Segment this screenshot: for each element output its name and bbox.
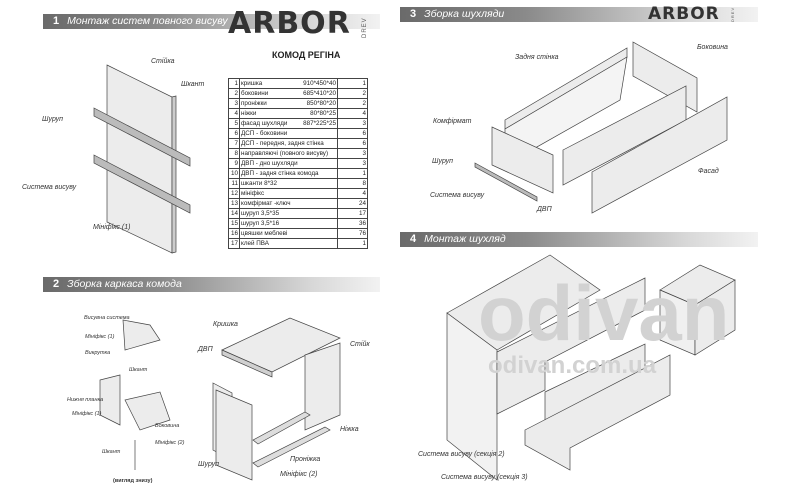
part-label: мініфікс [241,190,265,197]
label-dvp: ДВП [198,346,213,353]
section-1-header: 1 Монтаж систем повного висуву [43,14,380,29]
section-title: Зборка шухляди [424,8,505,20]
part-dims: 887*225*25 [303,120,336,127]
part-label: фасад шухляди [241,120,288,127]
label-minifix1a: Мініфікс (1) [85,334,115,340]
product-title: КОМОД РЕГІНА [272,50,341,60]
label-bokovyna3: Боковина [697,44,728,51]
chest-assembled-drawing [446,254,736,481]
label-minifix: Мініфікс (1) [93,224,131,231]
part-label: ніжки [241,110,257,117]
section-number: 1 [53,15,60,27]
section-title: Монтаж шухляд [424,233,506,245]
section-3-header: 3 Зборка шухляди [400,7,758,22]
label-shurup3: Шуруп [432,158,453,165]
label-kryshka: Кришка [213,321,238,328]
drawer-exploded-drawing [474,41,728,214]
section-title: Монтаж систем повного висуву [67,15,228,27]
part-dims: 685*410*20 [303,90,336,97]
label-minifix1b: Мініфікс (1) [72,411,102,417]
part-dims: 850*80*20 [306,100,336,107]
part-label: комфірмат -ключ [241,200,291,207]
label-nizhka: Ніжка [340,426,359,433]
side-panel-drawing [93,64,191,254]
part-label: цвяшки меблеві [241,230,288,237]
label-shkant: Шкант [181,81,205,88]
section-4-header: 4 Монтаж шухляд [400,232,758,247]
part-label: кришка [241,80,263,87]
part-dims: 80*80*25 [310,110,336,117]
label-shurup2: Шуруп [198,461,219,468]
section-title: Зборка каркаса комода [67,278,182,290]
label-view: (вигляд знизу) [113,478,153,484]
label-bokovyna: Боковина [155,423,180,429]
label-shkant1: Шкант [129,367,148,373]
part-label: проніжки [241,100,267,107]
section-number: 2 [53,278,60,290]
part-label: ДВП - задня стінка комода [241,170,319,177]
label-minifix2a: Мініфікс (2) [155,440,185,446]
part-dims: 910*450*40 [303,80,336,87]
section-number: 3 [410,8,417,20]
frame-drawing [99,317,341,481]
part-label: шуруп 3,5*35 [241,210,280,217]
part-label: боковини [241,90,269,97]
label-dvp3: ДВП [537,206,552,213]
label-stiyka: Стійка [151,58,175,65]
label-minifix2b: Мініфікс (2) [280,471,318,478]
part-label: направляючі (повного висуву) [241,150,329,157]
part-label: клей ПВА [241,240,269,247]
part-label: ДСП - передня, задня стінка [241,140,324,147]
part-label: шуруп 3,5*16 [241,220,280,227]
part-label: шканти 8*32 [241,180,278,187]
section-2-header: 2 Зборка каркаса комода [43,277,380,292]
label-systema3: Система висуву [430,192,485,199]
brand-logo-small: ARBOR [648,4,720,24]
part-qty: 1 [337,238,368,249]
label-fasad: Фасад [698,168,719,175]
section-number: 4 [410,233,417,245]
label-stiyk: Стійк [350,341,370,348]
label-systema: Система висуву [22,184,77,191]
label-shkant2: Шкант [102,449,121,455]
label-sec2: Система висуву (секція 2) [418,451,505,458]
label-sec3: Система висуву (секція 3) [441,474,528,481]
label-shurup: Шуруп [42,116,63,123]
label-pronizhka: Проніжка [290,456,321,463]
part-label: ДВП - дно шухляди [241,160,298,167]
label-komfirmat: Комфірмат [433,118,472,125]
brand-logo: ARBOR [228,6,351,41]
label-nyzhnia: Нижня планка [67,397,104,403]
label-vykrutka: Викрутка [85,350,111,356]
part-label: ДСП - боковини [241,130,288,137]
label-vysuvna: Висувна система [84,315,130,321]
label-zadnia: Задня стінка [515,54,559,61]
